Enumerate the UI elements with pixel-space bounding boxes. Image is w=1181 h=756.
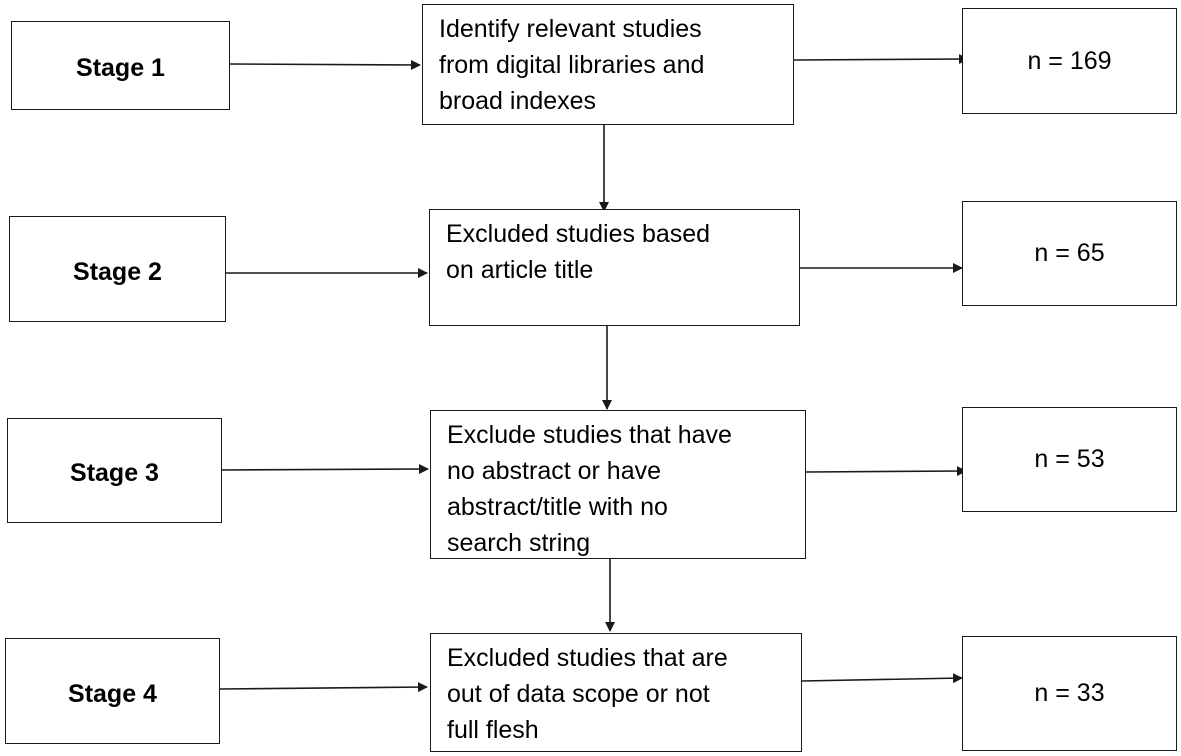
stage-1-box: Stage 1 [11, 21, 230, 110]
arrow-process3-to-count3 [805, 466, 967, 477]
arrow-stage1-to-process1 [229, 59, 421, 70]
process-1-line-2: from digital libraries and [439, 51, 705, 79]
count-2-value: n = 65 [1034, 239, 1105, 267]
process-4-box: Excluded studies that are out of data sc… [430, 633, 802, 752]
arrow-process1-to-count1 [793, 54, 969, 65]
process-3-box: Exclude studies that have no abstract or… [430, 410, 806, 559]
stage-3-box: Stage 3 [7, 418, 222, 523]
process-3-line-1: Exclude studies that have [447, 421, 732, 449]
process-1-line-3: broad indexes [439, 87, 597, 115]
count-3-box: n = 53 [962, 407, 1177, 512]
process-3-line-4: search string [447, 529, 591, 557]
process-4-line-2: out of data scope or not [447, 680, 710, 708]
count-3-value: n = 53 [1034, 445, 1105, 473]
stage-4-label: Stage 4 [68, 679, 157, 708]
process-4-line-1: Excluded studies that are [447, 644, 728, 672]
stage-1-label: Stage 1 [76, 54, 165, 82]
count-4-box: n = 33 [962, 636, 1177, 751]
process-1-box: Identify relevant studies from digital l… [422, 4, 794, 125]
process-2-box: Excluded studies based on article title [429, 209, 800, 326]
process-1-line-1: Identify relevant studies [439, 15, 702, 43]
arrow-stage4-to-process4 [219, 682, 428, 693]
count-1-value: n = 169 [1027, 46, 1112, 75]
stage-4-box: Stage 4 [5, 638, 220, 744]
stage-2-label: Stage 2 [73, 257, 162, 286]
stage-2-box: Stage 2 [9, 216, 226, 322]
count-4-value: n = 33 [1034, 679, 1105, 707]
stage-3-label: Stage 3 [70, 459, 159, 487]
count-1-box: n = 169 [962, 8, 1177, 114]
process-3-line-2: no abstract or have [447, 457, 662, 485]
process-4-line-3: full flesh [447, 716, 539, 744]
arrow-stage3-to-process3 [221, 464, 429, 475]
arrow-process4-to-count4 [801, 673, 963, 684]
process-3-line-3: abstract/title with no [447, 493, 668, 521]
count-2-box: n = 65 [962, 201, 1177, 306]
process-2-line-1: Excluded studies based [446, 220, 711, 248]
process-2-line-2: on article title [446, 256, 594, 284]
